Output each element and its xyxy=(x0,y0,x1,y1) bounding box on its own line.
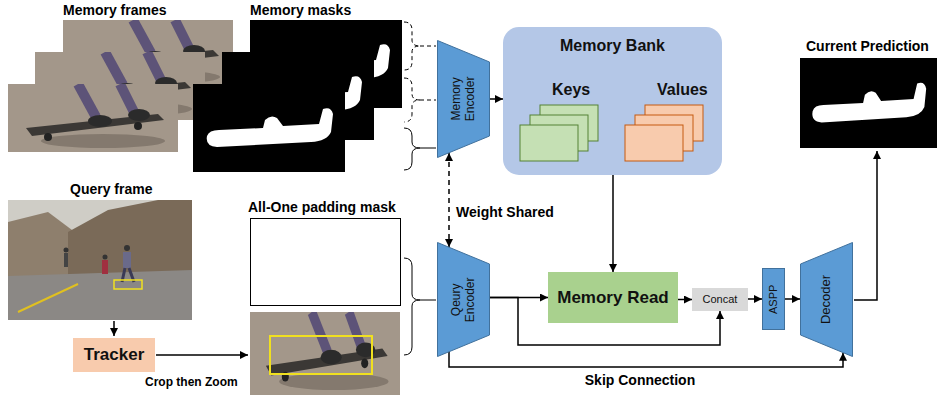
memory-frame xyxy=(8,84,178,152)
concat-box: Concat xyxy=(692,288,748,311)
decoder-trapezoid: Decoder xyxy=(800,242,853,357)
node-label: Decoder xyxy=(819,275,834,324)
flow-arrow xyxy=(113,321,115,336)
panel-heading: Keys xyxy=(552,81,590,99)
prediction-mask xyxy=(800,58,937,148)
encoder-trapezoid: Qeury Encoder xyxy=(437,242,490,357)
bracket xyxy=(404,78,436,122)
panel-heading: Values xyxy=(657,81,708,99)
padding-mask xyxy=(251,219,401,306)
tracker-box: Tracker xyxy=(73,338,155,372)
aspp-box: ASPP xyxy=(762,268,785,330)
connector-arrow xyxy=(612,175,614,272)
memory-read-box: Memory Read xyxy=(548,272,678,323)
flow-arrow xyxy=(854,151,877,300)
bracket xyxy=(404,258,436,355)
panel-title: Memory Bank xyxy=(560,37,665,55)
value-tensor xyxy=(625,125,683,161)
connector-arrow xyxy=(785,298,800,300)
encoder-trapezoid: Memory Encoder xyxy=(437,40,490,158)
connector-arrow xyxy=(448,153,450,247)
memory-bank-panel: Memory BankKeys Values xyxy=(503,27,722,175)
memory-mask xyxy=(193,84,345,172)
node-label: Memory Encoder xyxy=(450,68,478,130)
edge-label: Weight Shared xyxy=(456,204,554,220)
node-label: ASPP xyxy=(767,284,780,313)
node-label: Tracker xyxy=(84,345,145,365)
edge-label: Skip Connection xyxy=(585,372,695,388)
tracker-box-outline xyxy=(270,336,372,374)
decoder-trapezoid-shape xyxy=(801,243,853,357)
connector-arrow xyxy=(449,352,843,367)
query-photo xyxy=(8,200,192,320)
caption-label: All-One padding mask xyxy=(248,199,396,215)
bracket xyxy=(404,22,436,70)
caption-label: Crop then Zoom xyxy=(145,376,238,390)
cropped-frame xyxy=(250,312,400,395)
memory-bank-fill xyxy=(503,27,722,175)
caption-label: Memory masks xyxy=(250,2,351,18)
bracket xyxy=(404,128,436,170)
flow-arrow xyxy=(156,354,248,356)
encoder-trapezoid-shape xyxy=(438,41,490,158)
caption-label: Current Prediction xyxy=(806,38,929,54)
connector-arrow xyxy=(678,299,692,301)
caption-label: Memory frames xyxy=(63,2,167,18)
connector-arrow xyxy=(748,298,762,300)
node-label: Concat xyxy=(703,293,738,306)
key-tensor xyxy=(520,125,578,161)
caption-label: Query frame xyxy=(70,181,152,197)
node-label: Qeury Encoder xyxy=(450,269,478,331)
node-label: Memory Read xyxy=(557,288,668,308)
connector-arrow xyxy=(490,98,503,100)
encoder-trapezoid-shape xyxy=(438,243,490,357)
